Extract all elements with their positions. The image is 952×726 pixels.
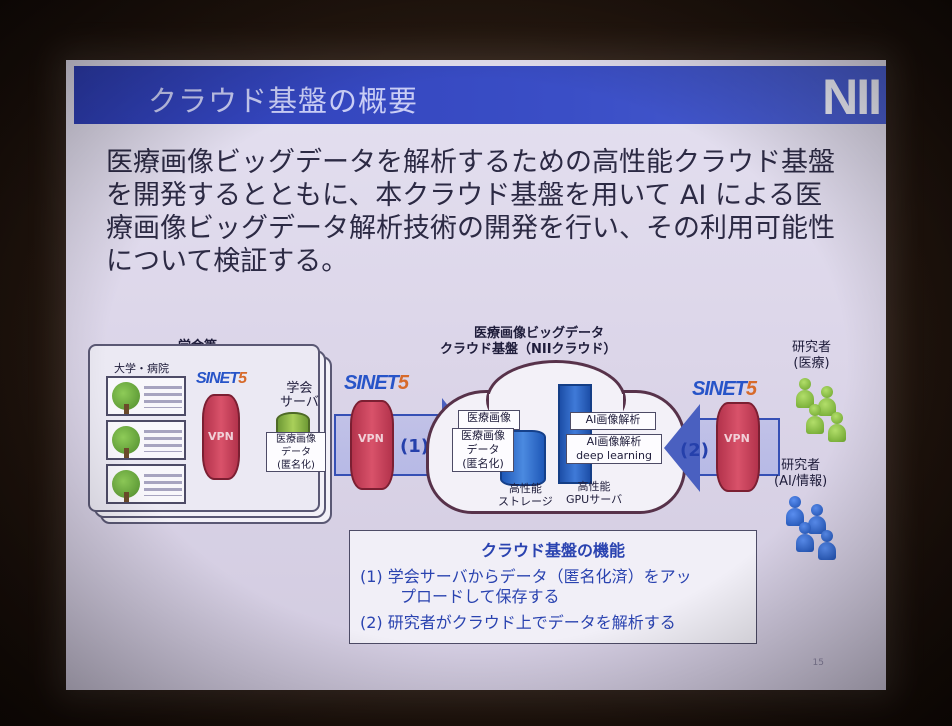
- researcher-icon: [808, 504, 826, 534]
- researcher-icon: [818, 386, 836, 416]
- arrow-1-label: (1): [400, 436, 429, 457]
- ai-analysis-box: AI画像解析: [570, 412, 656, 430]
- storage-label: 高性能 ストレージ: [498, 482, 553, 508]
- cloud-title-line2: クラウド基盤（NIIクラウド）: [440, 342, 617, 357]
- sinet-logo-middle: SINET5: [344, 372, 409, 394]
- researcher-icon: [786, 496, 804, 526]
- gpu-label: 高性能 GPUサーバ: [566, 480, 623, 506]
- tree-icon: [112, 470, 140, 502]
- researcher-icon: [796, 378, 814, 408]
- analysis-arrow-head: [664, 404, 700, 492]
- university-row: [106, 420, 186, 460]
- functions-title: クラウド基盤の機能: [480, 541, 625, 560]
- university-row: [106, 376, 186, 416]
- vpn-label: VPN: [358, 432, 384, 445]
- researcher-icon: [828, 412, 846, 442]
- presentation-slide: クラウド基盤の概要 NII 医療画像ビッグデータを解析するための高性能クラウド基…: [66, 60, 886, 690]
- intro-text: 医療画像ビッグデータを解析するための高性能クラウド基盤 を開発するとともに、本ク…: [106, 146, 866, 278]
- intro-line: を開発するとともに、本クラウド基盤を用いて AI による医: [106, 180, 823, 211]
- ai-deep-learning-box: AI画像解析 deep learning: [566, 434, 662, 464]
- sinet-logo-right: SINET5: [692, 378, 757, 400]
- vpn-label: VPN: [724, 432, 750, 445]
- vpn-cylinder-middle: [350, 400, 394, 490]
- page-number: 15: [812, 658, 824, 668]
- researcher-icon: [796, 522, 814, 552]
- society-server-label: 学会 サーバ: [280, 381, 319, 410]
- tree-icon: [112, 426, 140, 458]
- sinet-logo-left: SINET5: [196, 370, 247, 387]
- cloud-data-box: 医療画像 データ (匿名化): [452, 428, 514, 472]
- slide-title: クラウド基盤の概要: [148, 84, 419, 118]
- vpn-label: VPN: [208, 430, 234, 443]
- researcher-ai-label: 研究者 (AI/情報): [774, 458, 828, 489]
- title-bar: クラウド基盤の概要 NII: [74, 66, 886, 124]
- university-row: [106, 464, 186, 504]
- function-item-1-line2: プロードして保存する: [400, 587, 560, 606]
- intro-line: 療画像ビッグデータ解析技術の開発を行い、その利用可能性: [106, 213, 835, 244]
- left-data-box: 医療画像 データ (匿名化): [266, 432, 326, 472]
- document-icon: [144, 474, 182, 496]
- nii-logo: NII: [822, 69, 882, 125]
- vpn-cylinder-left: [202, 394, 240, 480]
- researcher-icon: [818, 530, 836, 560]
- intro-line: 医療画像ビッグデータを解析するための高性能クラウド基盤: [106, 147, 835, 178]
- arrow-2-label: (2): [680, 440, 709, 461]
- university-label: 大学・病院: [114, 362, 169, 375]
- tree-icon: [112, 382, 140, 414]
- function-item-2: (2) 研究者がクラウド上でデータを解析する: [360, 613, 676, 632]
- document-icon: [144, 430, 182, 452]
- cloud-data-box-back: 医療画像: [458, 410, 520, 430]
- researcher-icon: [806, 404, 824, 434]
- architecture-diagram: 学会等 大学・病院 SINET5 VPN 学会 サーバ 医療画像 データ (匿名…: [66, 60, 886, 690]
- function-item-1-line1: (1) 学会サーバからデータ（匿名化済）をアッ: [360, 567, 692, 586]
- document-icon: [144, 386, 182, 408]
- researcher-medical-label: 研究者 (医療): [792, 340, 832, 371]
- intro-line: について検証する。: [106, 246, 349, 277]
- cloud-title-line1: 医療画像ビッグデータ: [474, 326, 605, 341]
- cloud-functions-box: クラウド基盤の機能 (1) 学会サーバからデータ（匿名化済）をアッ プロードして…: [349, 530, 757, 644]
- vpn-cylinder-right: [716, 402, 760, 492]
